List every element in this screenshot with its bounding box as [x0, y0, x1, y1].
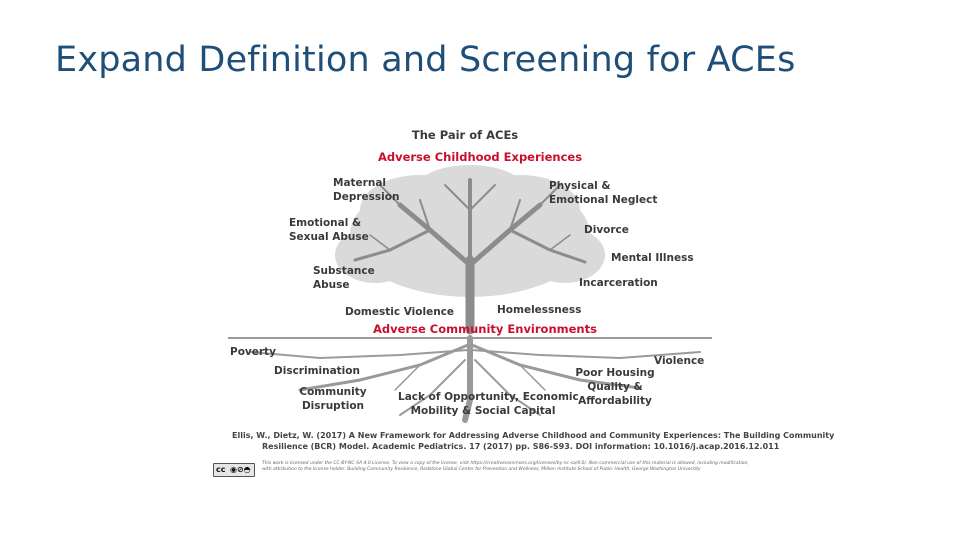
cc-license-badge: cc◉⊘◓ — [213, 463, 255, 477]
citation: Ellis, W., Dietz, W. (2017) A New Framew… — [232, 430, 834, 452]
item-emotional-sexual-abuse: Emotional &Sexual Abuse — [289, 217, 369, 243]
tree-branches — [353, 178, 587, 335]
item-discrimination: Discrimination — [274, 365, 360, 377]
item-divorce: Divorce — [584, 224, 629, 236]
item-domestic-violence: Domestic Violence — [345, 306, 455, 318]
item-poverty: Poverty — [230, 346, 276, 358]
license-text: This work is licensed under the CC-BY-NC… — [262, 461, 749, 472]
item-physical-emotional-neglect: Physical &Emotional Neglect — [549, 180, 658, 206]
item-violence: Violence — [654, 355, 705, 367]
slide-title: Expand Definition and Screening for ACEs — [55, 40, 796, 80]
citation-line-2: Resilience (BCR) Model. Academic Pediatr… — [262, 442, 780, 451]
diagram-heading: The Pair of ACEs — [411, 128, 519, 142]
item-homelessness: Homelessness — [497, 304, 582, 316]
tree-roots — [249, 335, 701, 423]
item-incarceration: Incarceration — [579, 277, 658, 289]
category-adverse-childhood-experiences: Adverse Childhood Experiences — [377, 150, 583, 164]
citation-line-1: Ellis, W., Dietz, W. (2017) A New Framew… — [232, 431, 835, 440]
category-adverse-community-environments: Adverse Community Environments — [373, 322, 597, 336]
item-mental-illness: Mental Illness — [611, 252, 694, 264]
